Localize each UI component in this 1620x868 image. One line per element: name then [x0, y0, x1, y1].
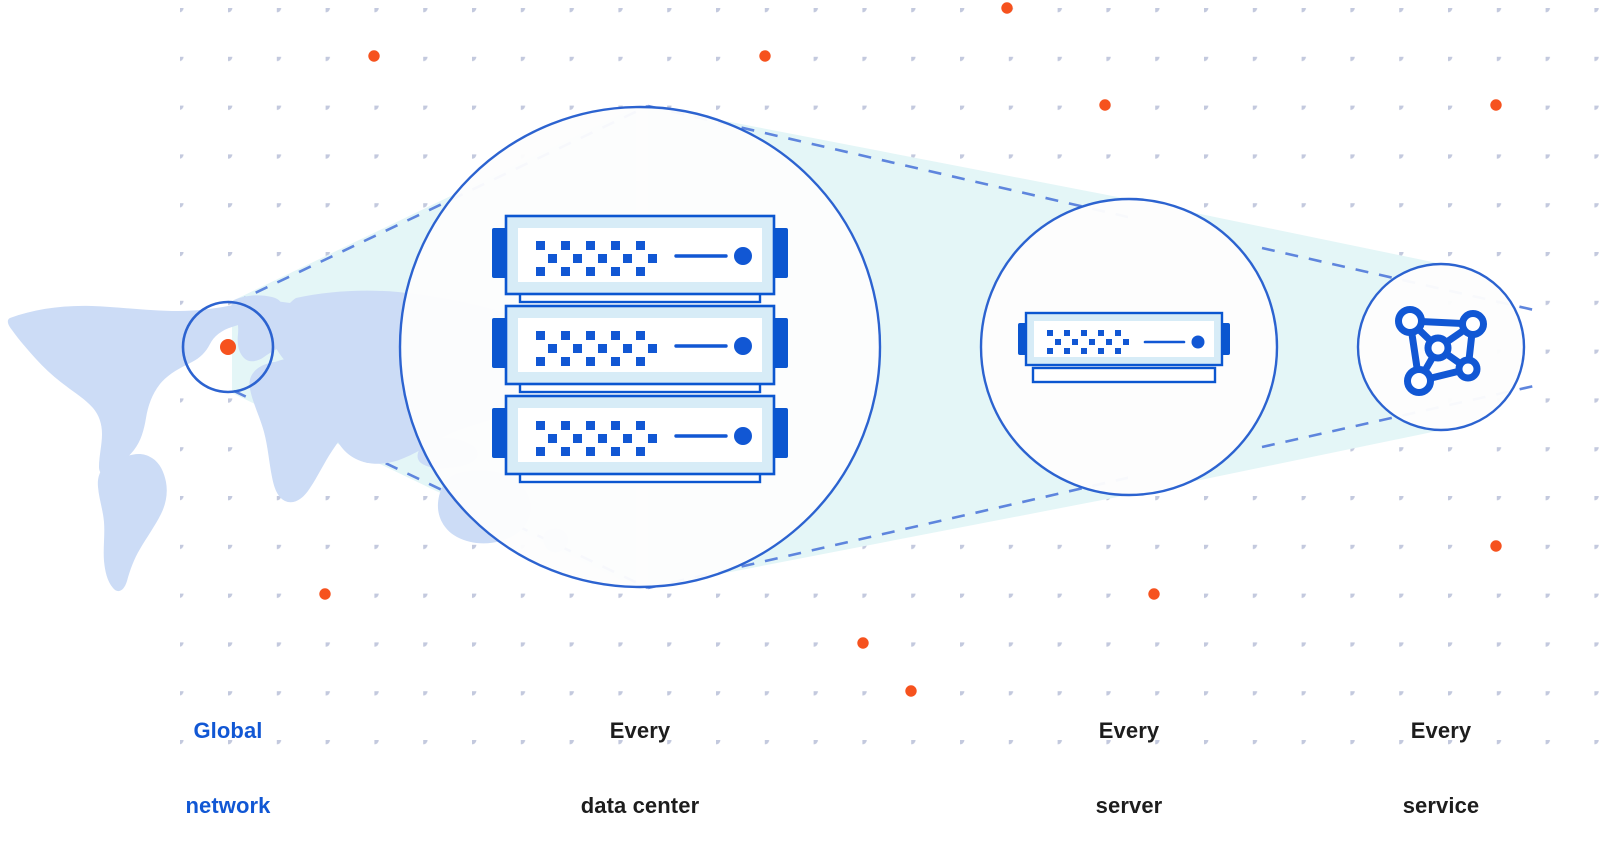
- dot-grid-highlight: [368, 50, 380, 62]
- dot-grid-highlight: [857, 637, 869, 649]
- led-grid: [536, 331, 657, 366]
- mesh-node: [1459, 310, 1487, 338]
- mesh-node: [1424, 334, 1452, 362]
- mesh-node: [1395, 306, 1425, 336]
- dot-grid-highlight: [1099, 99, 1111, 111]
- label-line-2: network: [185, 793, 271, 818]
- single-server-icon: [1018, 311, 1230, 384]
- status-dot-icon: [1191, 335, 1205, 349]
- dot-grid-highlight: [905, 685, 917, 697]
- rack-unit: [492, 394, 788, 476]
- label-line-1: Global: [193, 718, 263, 743]
- mesh-node: [1455, 356, 1481, 382]
- status-dot-icon: [734, 247, 752, 265]
- status-dot-icon: [734, 337, 752, 355]
- network-mesh-icon: [1395, 306, 1487, 396]
- funnel-dash-bottom: [647, 445, 1263, 590]
- dot-grid-highlight: [759, 50, 771, 62]
- label-every-server: Every server: [1029, 668, 1229, 868]
- server-base-rail: [1031, 366, 1217, 384]
- label-line-2: data center: [580, 793, 700, 818]
- dot-grid-highlight: [1490, 540, 1502, 552]
- led-grid: [536, 421, 657, 456]
- server-rack-icon: [492, 214, 788, 484]
- mesh-node: [1404, 366, 1434, 396]
- funnel-dash-top: [233, 104, 649, 305]
- zoom-levels-diagram: [7, 0, 1620, 782]
- led-grid: [536, 241, 657, 276]
- global-network-circle[interactable]: [181, 300, 275, 394]
- dot-grid-highlight: [319, 588, 331, 600]
- label-line-2: server: [1095, 793, 1163, 818]
- dot-grid-highlight: [1490, 99, 1502, 111]
- map-marker-icon: [220, 339, 236, 355]
- label-every-data-center: Every data center: [520, 668, 760, 868]
- label-every-service: Every service: [1341, 668, 1541, 868]
- label-line-2: service: [1402, 793, 1480, 818]
- led-grid: [1047, 330, 1129, 354]
- funnel-dash-top: [647, 104, 1263, 250]
- label-line-1: Every: [1098, 718, 1160, 743]
- diagram-canvas: Global network Every data center Every s…: [7, 0, 1620, 818]
- rack-unit: [492, 214, 788, 296]
- label-line-1: Every: [1410, 718, 1472, 743]
- status-dot-icon: [734, 427, 752, 445]
- dot-grid-highlight: [1148, 588, 1160, 600]
- label-line-1: Every: [609, 718, 671, 743]
- dot-grid-highlight: [1001, 2, 1013, 14]
- label-global-network: Global network: [128, 668, 328, 868]
- rack-unit: [492, 304, 788, 386]
